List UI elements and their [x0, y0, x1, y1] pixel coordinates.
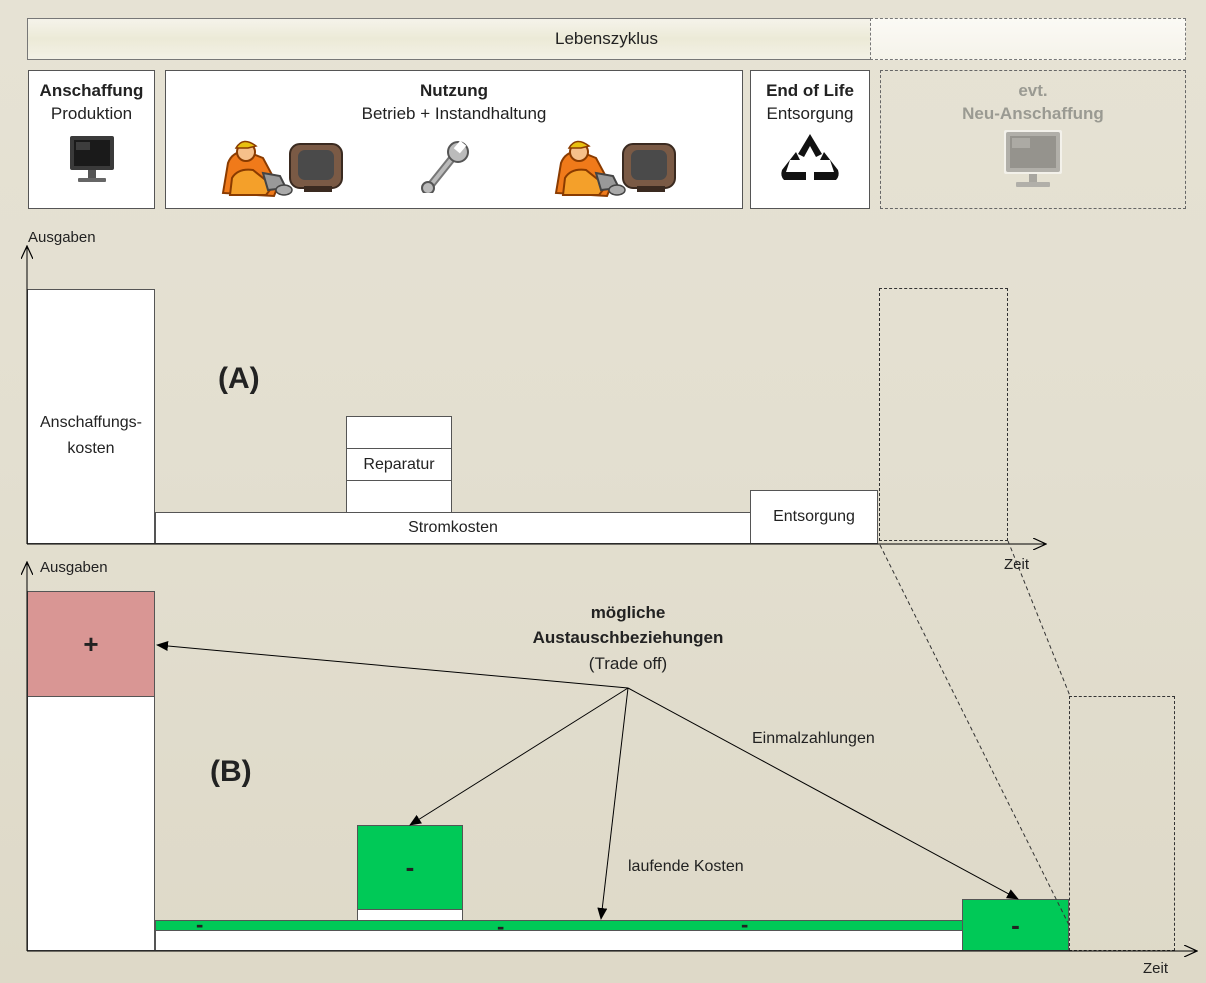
phase-end-of-life-title: End of Life	[766, 81, 854, 100]
chart-b-repair-minus-sign: -	[405, 852, 415, 882]
dashed-connector	[879, 544, 1070, 926]
chart-a-electricity-label: Stromkosten	[408, 519, 498, 536]
chart-b-increase-bar	[27, 591, 155, 697]
wrench-icon	[421, 140, 469, 193]
chart-b-plus-sign: +	[83, 629, 99, 659]
phase-end-of-life: End of Life Entsorgung	[750, 70, 870, 209]
chart-b-electricity-minus-sign: -	[196, 912, 204, 937]
phase-usage-subtitle: Betrieb + Instandhaltung	[361, 104, 547, 123]
couch-potato-icon	[554, 140, 676, 198]
chart-a-x-label: Zeit	[1004, 556, 1030, 573]
lifecycle-extension	[870, 18, 1186, 60]
chart-b-electricity-minus-sign: -	[497, 914, 505, 939]
lifecycle-label: Lebenszyklus	[554, 29, 658, 48]
one-time-payments-label: Einmalzahlungen	[752, 730, 875, 747]
tradeoff-title: mögliche Austauschbeziehungen	[532, 603, 724, 647]
phase-acquisition: Anschaffung Produktion	[28, 70, 155, 209]
phase-acquisition-subtitle: Produktion	[50, 104, 133, 123]
phase-usage-title: Nutzung	[420, 81, 488, 100]
tradeoff-arrow-acquisition	[156, 641, 629, 689]
chart-b-repair-decrease-bar	[357, 825, 463, 910]
chart-a-acquisition-label: Anschaffungs- kosten	[40, 414, 142, 457]
tv-icon	[69, 136, 114, 182]
phase-acquisition-title: Anschaffung	[39, 81, 144, 100]
phase-new-acquisition-title: evt.	[1018, 81, 1048, 100]
chart-a-new-acquisition-bar	[879, 288, 1008, 541]
tradeoff-arrow-running	[597, 687, 629, 920]
chart-a-y-label: Ausgaben	[28, 229, 96, 246]
tradeoff-arrow-disposal	[627, 687, 1019, 900]
chart-b-y-label: Ausgaben	[40, 559, 108, 576]
phase-new-acquisition: evt. Neu-Anschaffung	[880, 70, 1186, 209]
phase-new-acquisition-subtitle: Neu-Anschaffung	[962, 104, 1104, 123]
running-costs-label: laufende Kosten	[628, 858, 744, 875]
chart-b-tag: (B)	[210, 755, 252, 788]
chart-a-repair-label: Reparatur	[363, 456, 435, 473]
recycle-icon	[781, 134, 839, 180]
chart-b-disposal-minus-sign: -	[1011, 910, 1020, 940]
tradeoff-arrow-repair	[409, 687, 629, 826]
chart-a-repair-top	[346, 416, 452, 449]
chart-b-electricity-minus-sign: -	[741, 912, 749, 937]
phase-end-of-life-subtitle: Entsorgung	[766, 104, 854, 123]
tradeoff-subtitle: (Trade off)	[588, 654, 668, 673]
couch-potato-icon	[221, 140, 343, 198]
chart-a-tag: (A)	[218, 362, 260, 395]
chart-a-acquisition-bar	[27, 289, 155, 544]
dashed-connector	[1007, 540, 1071, 697]
chart-a-disposal-label: Entsorgung	[773, 508, 855, 525]
chart-b-x-label: Zeit	[1143, 960, 1169, 977]
tv-icon	[1004, 130, 1062, 187]
